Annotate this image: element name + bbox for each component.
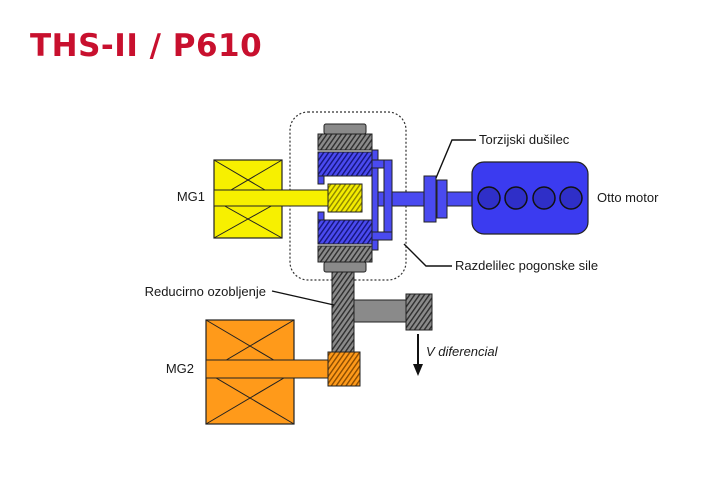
mg1-motor xyxy=(213,159,357,239)
power-split-leader xyxy=(403,243,452,267)
otto-engine xyxy=(471,161,589,235)
torsion-damper-label: Torzijski dušilec xyxy=(479,132,570,147)
engine-label: Otto motor xyxy=(597,190,659,205)
page-title: THS-II / P610 xyxy=(30,28,263,64)
power-split-label: Razdelilec pogonske sile xyxy=(455,258,598,273)
ring-gear-top xyxy=(317,123,373,151)
mg2-motor xyxy=(205,319,361,425)
planet-gear-top xyxy=(317,151,373,177)
mg2-label: MG2 xyxy=(166,361,194,376)
reduction-shaft xyxy=(331,271,355,355)
ring-gear-bottom xyxy=(317,245,373,273)
counter-shaft xyxy=(353,293,433,331)
differential-label: V diferencial xyxy=(426,344,499,359)
sun-gear xyxy=(327,183,363,213)
planet-gear-bottom xyxy=(317,219,373,245)
reduction-gear-leader xyxy=(271,290,335,306)
mg1-label: MG1 xyxy=(177,189,205,204)
differential-arrow xyxy=(413,334,423,376)
torsion-damper-leader xyxy=(435,139,476,179)
reduction-gear-label: Reducirno ozobljenje xyxy=(145,284,266,299)
torsion-damper xyxy=(423,175,448,223)
